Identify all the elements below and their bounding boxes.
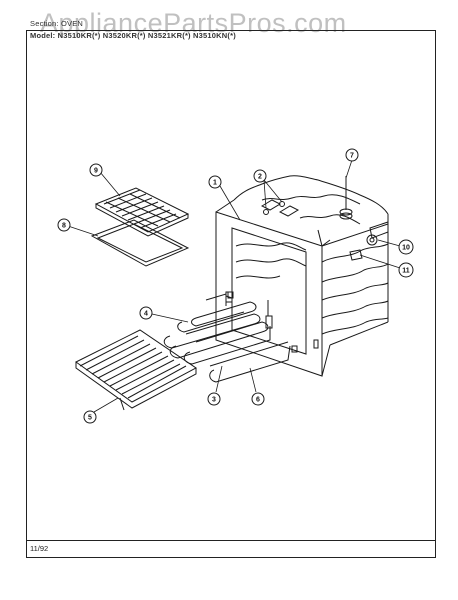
svg-text:2: 2 bbox=[258, 174, 262, 181]
svg-text:11: 11 bbox=[402, 268, 410, 275]
svg-text:9: 9 bbox=[94, 168, 98, 175]
svg-text:5: 5 bbox=[88, 415, 92, 422]
part-9-broiler-grid bbox=[94, 187, 190, 237]
watermark: AppliancePartsPros.com bbox=[40, 8, 347, 38]
callout-3: 3 bbox=[207, 392, 221, 406]
footer-date: 11/92 bbox=[30, 544, 49, 553]
svg-text:10: 10 bbox=[402, 245, 410, 252]
section-label: Section: OVEN bbox=[30, 19, 84, 28]
callout-8: 8 bbox=[57, 218, 71, 232]
callout-10: 10 bbox=[398, 239, 414, 255]
leader-lines bbox=[67, 159, 401, 413]
svg-text:6: 6 bbox=[256, 397, 260, 404]
part-3-bracket bbox=[265, 300, 273, 329]
part-8-broiler-pan bbox=[90, 219, 190, 267]
svg-text:3: 3 bbox=[212, 397, 216, 404]
svg-text:8: 8 bbox=[62, 223, 66, 230]
svg-text:7: 7 bbox=[350, 153, 354, 160]
callout-7: 7 bbox=[345, 148, 359, 162]
model-label: Model: N3510KR(*) N3520KR(*) N3521KR(*) … bbox=[30, 31, 236, 40]
svg-text:4: 4 bbox=[144, 311, 148, 318]
svg-text:1: 1 bbox=[213, 180, 217, 187]
callout-11: 11 bbox=[398, 262, 414, 278]
part-5-oven-rack bbox=[75, 329, 197, 411]
part-10-component bbox=[366, 234, 378, 246]
callout-2: 2 bbox=[253, 169, 267, 183]
callout-9: 9 bbox=[89, 163, 103, 177]
callout-6: 6 bbox=[251, 392, 265, 406]
diagram-frame bbox=[26, 30, 436, 558]
callout-4: 4 bbox=[139, 306, 153, 320]
footer-divider bbox=[26, 540, 436, 541]
part-6-broil-element bbox=[209, 341, 291, 383]
callout-1: 1 bbox=[208, 175, 222, 189]
part-11-component bbox=[349, 249, 363, 261]
part-7-sensor bbox=[339, 176, 353, 220]
callouts: 1 2 3 4 5 6 7 8 bbox=[57, 148, 414, 424]
callout-5: 5 bbox=[83, 410, 97, 424]
oven-cavity bbox=[215, 175, 389, 377]
